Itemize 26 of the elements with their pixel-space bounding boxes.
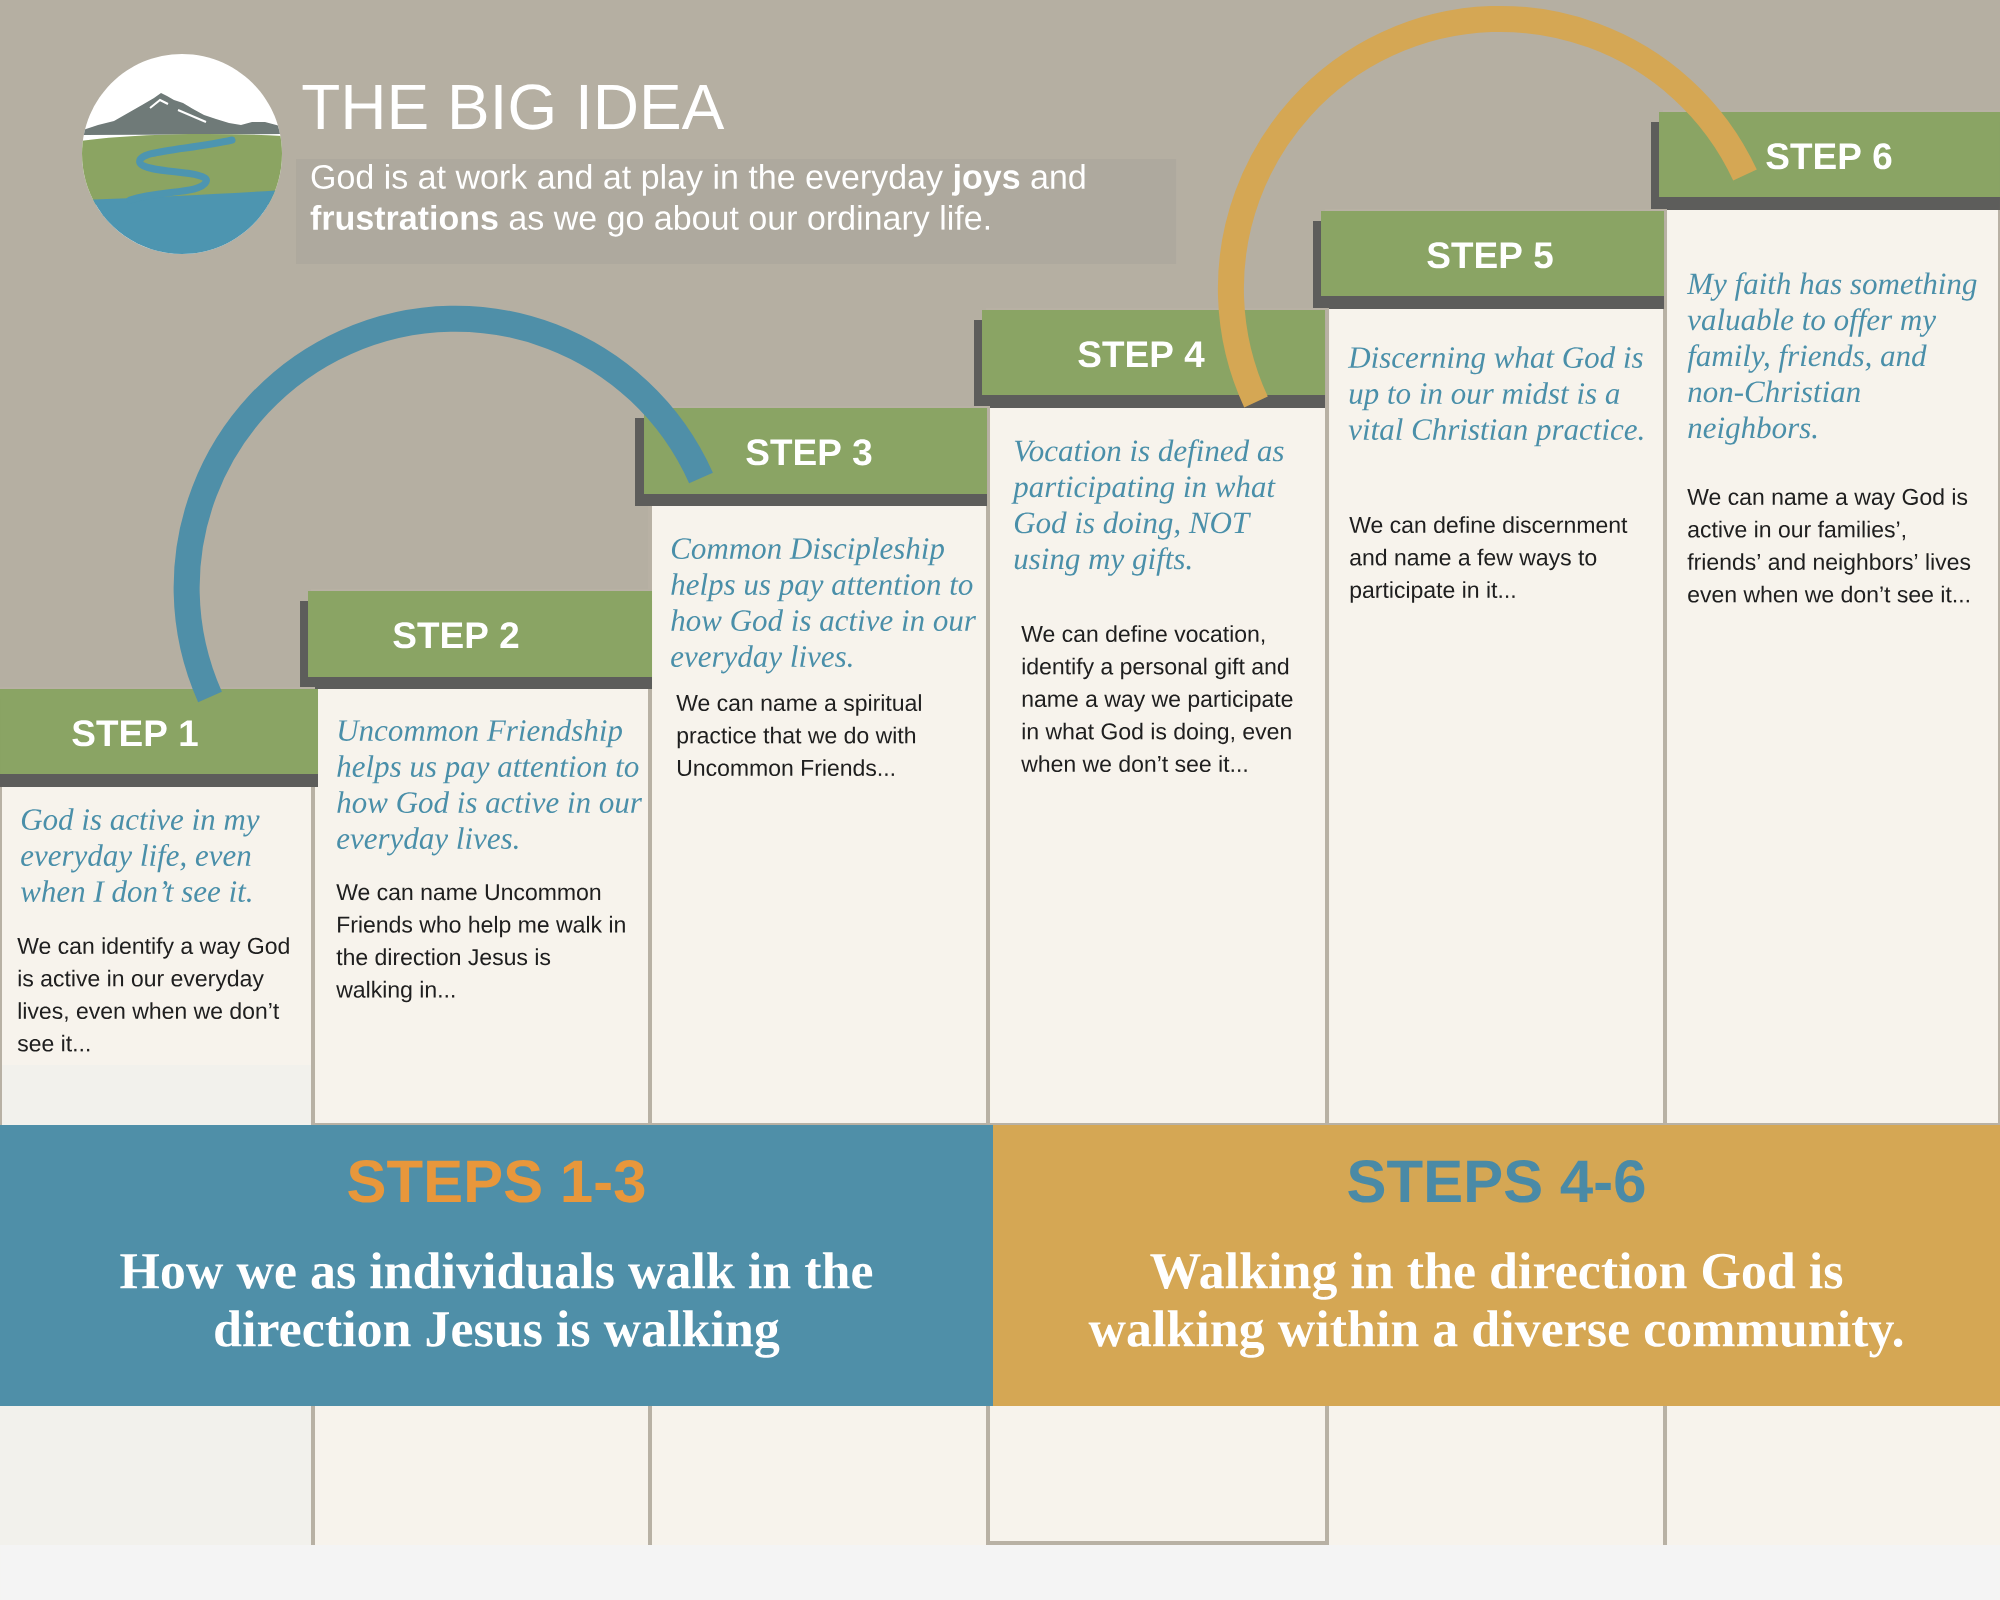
step-heading: My faith has something valuable to offer my family, friends, and non-Christian neighbors. bbox=[1686, 272, 1977, 445]
step-text: We can name Uncommon Friends who help me walk in the direction Jesus is walking in... bbox=[336, 884, 625, 1003]
step-text: We can identify a way God is active in our everyday lives, even when we don’t see it... bbox=[17, 937, 289, 1052]
step-heading: Vocation is defined as participating in what God is doing, NOT using my gifts. bbox=[1011, 439, 1284, 576]
step-heading: Common Discipleship helps us pay attention to how God is active in our everyday lives. bbox=[671, 537, 976, 674]
band-text: How we as individuals walk in the direction Jesus is walking bbox=[120, 1252, 873, 1358]
step-banner: STEP 1 bbox=[0, 689, 318, 787]
step-banner: STEP 3 bbox=[635, 408, 987, 506]
step-text: We can name a spiritual practice that we do with Uncommon Friends... bbox=[676, 694, 921, 777]
step-banner: STEP 4 bbox=[974, 310, 1325, 408]
step-banner: STEP 6 bbox=[1651, 112, 2000, 210]
step-text: We can define vocation, identify a personal gift and name a way we participate in what God is doing, even when we don’t see it... bbox=[1021, 625, 1293, 773]
arc-line bbox=[173, 305, 713, 702]
step-heading: God is active in my everyday life, even when I don’t see it. bbox=[20, 808, 260, 903]
step-heading: Discerning what God is up to in our midst is a vital Christian practice. bbox=[1347, 346, 1643, 447]
band-text: Walking in the direction God is walking within a diverse community. bbox=[1088, 1252, 1903, 1358]
step-text: We can define discernment and name a few ways to participate in it... bbox=[1349, 516, 1628, 603]
band-heading: STEPS 1-3 bbox=[348, 1160, 645, 1203]
band-heading: STEPS 4-6 bbox=[1348, 1160, 1645, 1203]
step-heading: Uncommon Friendship helps us pay attention to how God is active in our everyday lives. bbox=[337, 719, 642, 856]
arc-line bbox=[1218, 6, 1757, 407]
step-banner: STEP 2 bbox=[300, 591, 652, 689]
step-banner: STEP 5 bbox=[1313, 211, 1664, 309]
intro-panel: God is at work and at play in the everyday joys and frustrations as we go about our ordinary life. bbox=[296, 159, 1176, 264]
title: THE BIG IDEA bbox=[302, 84, 725, 130]
step-text: We can name a way God is active in our families’, friends’ and neighbors’ lives even when we don’t see it... bbox=[1687, 488, 1971, 603]
